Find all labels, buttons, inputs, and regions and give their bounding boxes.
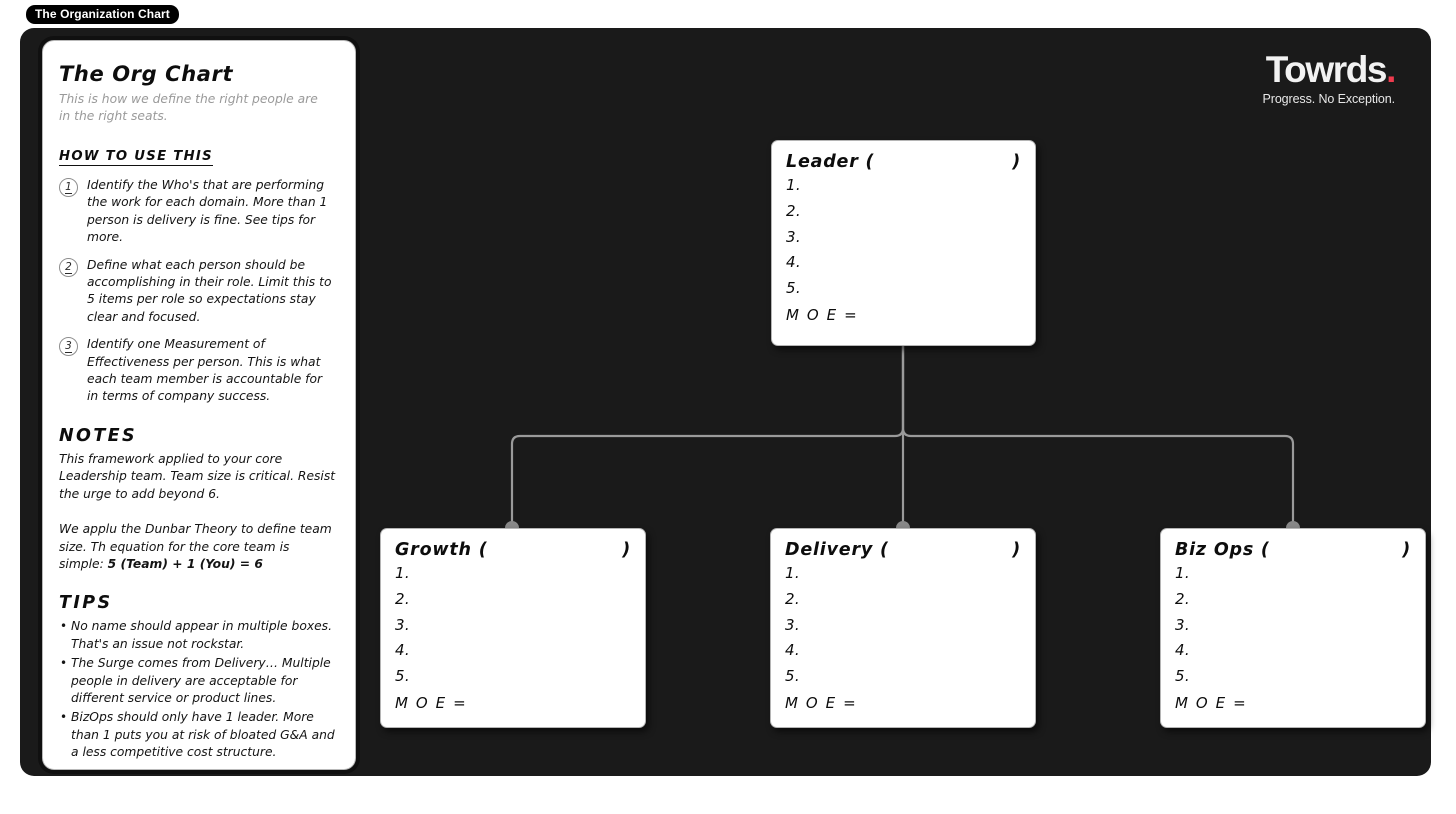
org-node-bizops[interactable]: Biz Ops ( ) 1. 2. 3. 4. 5. M O E = bbox=[1160, 528, 1426, 728]
window-title-badge: The Organization Chart bbox=[26, 5, 179, 24]
org-node-item[interactable]: 5. bbox=[786, 279, 801, 298]
org-node-leader-paren-close: ) bbox=[1012, 152, 1021, 172]
brand-name-text: Towrds bbox=[1265, 49, 1388, 90]
step-item: 2 Define what each person should be acco… bbox=[59, 257, 337, 327]
step-number: 3 bbox=[64, 340, 73, 354]
org-node-item[interactable]: 2. bbox=[786, 201, 801, 220]
tips-heading: TIPS bbox=[59, 593, 113, 614]
brand-tagline: Progress. No Exception. bbox=[1262, 92, 1396, 106]
brand-logo: Towrds. Progress. No Exception. bbox=[1262, 49, 1397, 107]
step-number-badge: 3 bbox=[59, 337, 78, 357]
org-node-moe[interactable]: M O E = bbox=[395, 693, 468, 712]
org-node-leader[interactable]: Leader ( ) 1. 2. 3. 4. 5. M O E = bbox=[771, 140, 1036, 346]
org-node-item[interactable]: 3. bbox=[1175, 615, 1190, 634]
how-to-use-steps: 1 Identify the Who's that are performing… bbox=[59, 177, 337, 406]
org-node-item[interactable]: 3. bbox=[395, 615, 410, 634]
panel-subtitle: This is how we define the right people a… bbox=[59, 92, 318, 123]
brand-name: Towrds. bbox=[1263, 49, 1397, 90]
org-node-item[interactable]: 4. bbox=[395, 641, 410, 660]
org-node-item[interactable]: 1. bbox=[785, 564, 800, 582]
org-node-item[interactable]: 3. bbox=[785, 615, 800, 634]
org-node-moe[interactable]: M O E = bbox=[1175, 693, 1248, 712]
info-panel: The Org Chart This is how we define the … bbox=[38, 36, 360, 774]
step-number-badge: 2 bbox=[59, 257, 78, 277]
step-text: Identify one Measurement of Effectivenes… bbox=[87, 337, 323, 404]
notes-paragraph-1: This framework applied to your core Lead… bbox=[59, 451, 336, 501]
step-text: Define what each person should be accomp… bbox=[87, 257, 332, 324]
org-node-item[interactable]: 2. bbox=[785, 589, 800, 608]
tip-item: No name should appear in multiple boxes.… bbox=[59, 618, 337, 653]
org-node-item[interactable]: 4. bbox=[1175, 641, 1190, 660]
step-item: 1 Identify the Who's that are performing… bbox=[59, 177, 337, 247]
panel-title: The Org Chart bbox=[59, 62, 234, 86]
notes-paragraph-2-lead: We applu the Dunbar Theory to define tea… bbox=[59, 522, 332, 571]
tips-list: No name should appear in multiple boxes.… bbox=[59, 618, 337, 761]
org-node-growth-title: Growth ( bbox=[395, 540, 488, 560]
org-node-moe[interactable]: M O E = bbox=[786, 305, 859, 324]
org-node-item[interactable]: 4. bbox=[785, 641, 800, 660]
org-node-delivery-header: Delivery ( ) bbox=[785, 539, 1021, 561]
org-node-delivery-paren-close: ) bbox=[1012, 540, 1021, 560]
org-node-item[interactable]: 3. bbox=[786, 227, 801, 246]
notes-formula: 5 (Team) + 1 (You) = 6 bbox=[107, 556, 263, 571]
org-node-delivery-title: Delivery ( bbox=[785, 540, 889, 560]
org-node-item[interactable]: 1. bbox=[395, 564, 410, 582]
org-node-item[interactable]: 5. bbox=[395, 667, 410, 686]
step-number: 2 bbox=[64, 260, 73, 274]
step-item: 3 Identify one Measurement of Effectiven… bbox=[59, 336, 337, 406]
org-node-item[interactable]: 1. bbox=[1175, 564, 1190, 582]
info-panel-card: The Org Chart This is how we define the … bbox=[42, 40, 356, 770]
step-text: Identify the Who's that are performing t… bbox=[87, 178, 328, 245]
org-node-bizops-title: Biz Ops ( bbox=[1175, 540, 1270, 560]
org-node-growth-paren-close: ) bbox=[622, 540, 631, 560]
step-number-badge: 1 bbox=[59, 178, 78, 197]
org-node-bizops-header: Biz Ops ( ) bbox=[1175, 539, 1411, 561]
org-node-item[interactable]: 2. bbox=[1175, 589, 1190, 608]
notes-paragraph-2: We applu the Dunbar Theory to define tea… bbox=[59, 521, 337, 573]
org-node-item[interactable]: 5. bbox=[1175, 667, 1190, 686]
step-number: 1 bbox=[64, 181, 73, 194]
org-node-item[interactable]: 4. bbox=[786, 253, 801, 272]
org-node-bizops-paren-close: ) bbox=[1402, 540, 1411, 560]
notes-heading: NOTES bbox=[59, 425, 138, 446]
org-node-item[interactable]: 2. bbox=[395, 589, 410, 608]
chart-canvas[interactable]: Towrds. Progress. No Exception. The Org … bbox=[20, 28, 1431, 776]
org-node-delivery[interactable]: Delivery ( ) 1. 2. 3. 4. 5. M O E = bbox=[770, 528, 1036, 728]
org-node-item[interactable]: 1. bbox=[786, 176, 801, 194]
tip-item: The Surge comes from Delivery… Multiple … bbox=[59, 655, 337, 707]
org-node-leader-title: Leader ( bbox=[786, 152, 875, 172]
brand-accent-dot: . bbox=[1386, 49, 1396, 90]
org-node-growth[interactable]: Growth ( ) 1. 2. 3. 4. 5. M O E = bbox=[380, 528, 646, 728]
how-to-use-heading: HOW TO USE THIS bbox=[59, 149, 213, 166]
org-node-item[interactable]: 5. bbox=[785, 667, 800, 686]
tip-item: BizOps should only have 1 leader. More t… bbox=[59, 709, 337, 761]
org-node-growth-header: Growth ( ) bbox=[395, 539, 631, 561]
org-node-leader-header: Leader ( ) bbox=[786, 151, 1021, 173]
org-node-moe[interactable]: M O E = bbox=[785, 693, 858, 712]
